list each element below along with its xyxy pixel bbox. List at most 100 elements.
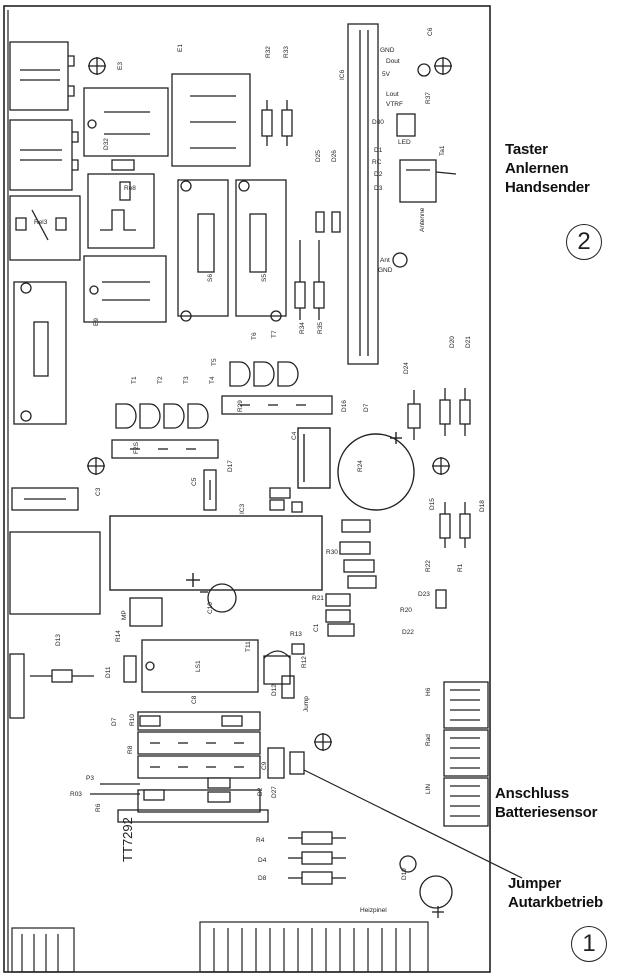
label-d7b: D7 bbox=[111, 717, 118, 726]
label-t4: T4 bbox=[209, 376, 216, 384]
label-dout: Dout bbox=[386, 58, 400, 65]
ic3-chip bbox=[109, 515, 323, 591]
label-r03: R03 bbox=[70, 791, 82, 798]
label-r4: R4 bbox=[256, 837, 265, 844]
jumper-part bbox=[267, 747, 523, 879]
resistors-r34-r35 bbox=[294, 240, 325, 320]
ic6-connector bbox=[347, 23, 457, 365]
label-d11: D11 bbox=[105, 666, 112, 678]
resistor-cluster bbox=[325, 519, 447, 637]
label-d7: D7 bbox=[363, 403, 370, 412]
label-d22: D22 bbox=[402, 629, 414, 636]
label-gnd-ant: GND bbox=[378, 267, 393, 274]
jumper-line1: Jumper bbox=[508, 875, 561, 892]
label-d12: D12 bbox=[271, 684, 278, 696]
label-c5: C5 bbox=[191, 477, 198, 486]
label-jump: Jump bbox=[303, 696, 310, 712]
tall-ic-blocks bbox=[177, 179, 287, 322]
label-r20: R20 bbox=[400, 607, 412, 614]
mounting-hole-icons bbox=[87, 57, 452, 751]
label-d13: D13 bbox=[55, 634, 62, 646]
label-r32: R32 bbox=[265, 46, 272, 58]
label-d18: D18 bbox=[479, 500, 486, 512]
label-r1: R1 bbox=[457, 563, 464, 572]
label-r37: R37 bbox=[425, 92, 432, 104]
label-t11: T11 bbox=[245, 641, 252, 652]
label-d8: D8 bbox=[258, 875, 267, 882]
label-d27: D27 bbox=[271, 786, 278, 798]
label-led: LED bbox=[398, 139, 411, 146]
label-ic6: IC6 bbox=[339, 70, 346, 81]
label-c9: C9 bbox=[261, 761, 268, 770]
label-d21: D21 bbox=[465, 336, 472, 348]
label-t5: T5 bbox=[211, 358, 218, 366]
label-r14: R14 bbox=[115, 630, 122, 642]
label-c1: C1 bbox=[313, 623, 320, 632]
label-s5: S5 bbox=[261, 274, 268, 282]
label-mp: MP bbox=[121, 610, 128, 620]
label-r33: R33 bbox=[283, 46, 290, 58]
label-rel3: Rel3 bbox=[34, 219, 48, 226]
label-c6: C6 bbox=[427, 27, 434, 36]
label-d17: D17 bbox=[227, 460, 234, 472]
d13-resistor bbox=[9, 653, 94, 719]
ls1-block bbox=[123, 639, 305, 699]
label-d2: D2 bbox=[374, 171, 383, 178]
label-t6: T6 bbox=[251, 332, 258, 340]
label-r21: R21 bbox=[312, 595, 324, 602]
label-r8: R8 bbox=[127, 745, 134, 754]
taster-callout: Taster Anlernen Handsender bbox=[505, 140, 590, 197]
label-s6: S6 bbox=[207, 274, 214, 282]
label-d19: D19 bbox=[401, 868, 408, 880]
label-c3: C3 bbox=[95, 487, 102, 496]
label-r29: R29 bbox=[237, 400, 244, 412]
c10-and-mp bbox=[129, 583, 237, 627]
taster-line3: Handsender bbox=[505, 179, 590, 196]
label-ta1: Ta1 bbox=[439, 145, 446, 156]
resistors-top bbox=[111, 100, 341, 233]
label-t7: T7 bbox=[271, 330, 278, 338]
label-e3: E3 bbox=[117, 62, 124, 70]
label-f2s: F2S bbox=[133, 441, 140, 454]
label-c4: C4 bbox=[291, 431, 298, 440]
label-t1: T1 bbox=[131, 376, 138, 384]
label-r30: R30 bbox=[326, 549, 338, 556]
label-gnd-top: GND bbox=[380, 47, 395, 54]
label-ic3: IC3 bbox=[239, 504, 246, 515]
label-d20: D20 bbox=[449, 336, 456, 348]
label-r35: R35 bbox=[317, 322, 324, 334]
label-rc: RC bbox=[372, 159, 382, 166]
label-d16: D16 bbox=[341, 400, 348, 412]
label-d30: D30 bbox=[372, 119, 384, 126]
label-re8: Re8 bbox=[124, 185, 136, 192]
label-r13: R13 bbox=[290, 631, 302, 638]
label-antenne: Antenne bbox=[419, 207, 426, 232]
relay-blocks bbox=[9, 73, 251, 323]
label-r6: R6 bbox=[95, 803, 102, 812]
label-r22: R22 bbox=[425, 560, 432, 572]
label-rad: Rad bbox=[425, 734, 432, 746]
left-small-connector bbox=[9, 487, 101, 615]
label-vtrf: VTRF bbox=[386, 101, 403, 108]
bottom-capacitors bbox=[399, 855, 453, 918]
label-d2b: D2 bbox=[257, 787, 264, 796]
taster-line2: Anlernen bbox=[505, 160, 569, 177]
left-connector-block-top bbox=[9, 41, 79, 191]
label-d15: D15 bbox=[429, 498, 436, 510]
label-c10: C10 bbox=[207, 602, 214, 614]
fuse-and-c5 bbox=[203, 469, 303, 513]
label-d26: D26 bbox=[331, 150, 338, 162]
transistor-row bbox=[111, 361, 333, 459]
label-ls1: LS1 bbox=[195, 660, 202, 672]
left-long-part bbox=[13, 281, 67, 425]
board-outline bbox=[3, 5, 491, 973]
taster-line1: Taster bbox=[505, 141, 548, 158]
jumper-line2: Autarkbetrieb bbox=[508, 894, 603, 911]
label-r10: R10 bbox=[129, 714, 136, 726]
label-d4: D4 bbox=[258, 857, 267, 864]
anschluss-line1: Anschluss bbox=[495, 785, 570, 802]
label-d23: D23 bbox=[418, 591, 430, 598]
label-d24: D24 bbox=[403, 362, 410, 374]
label-e1: E1 bbox=[177, 44, 184, 52]
